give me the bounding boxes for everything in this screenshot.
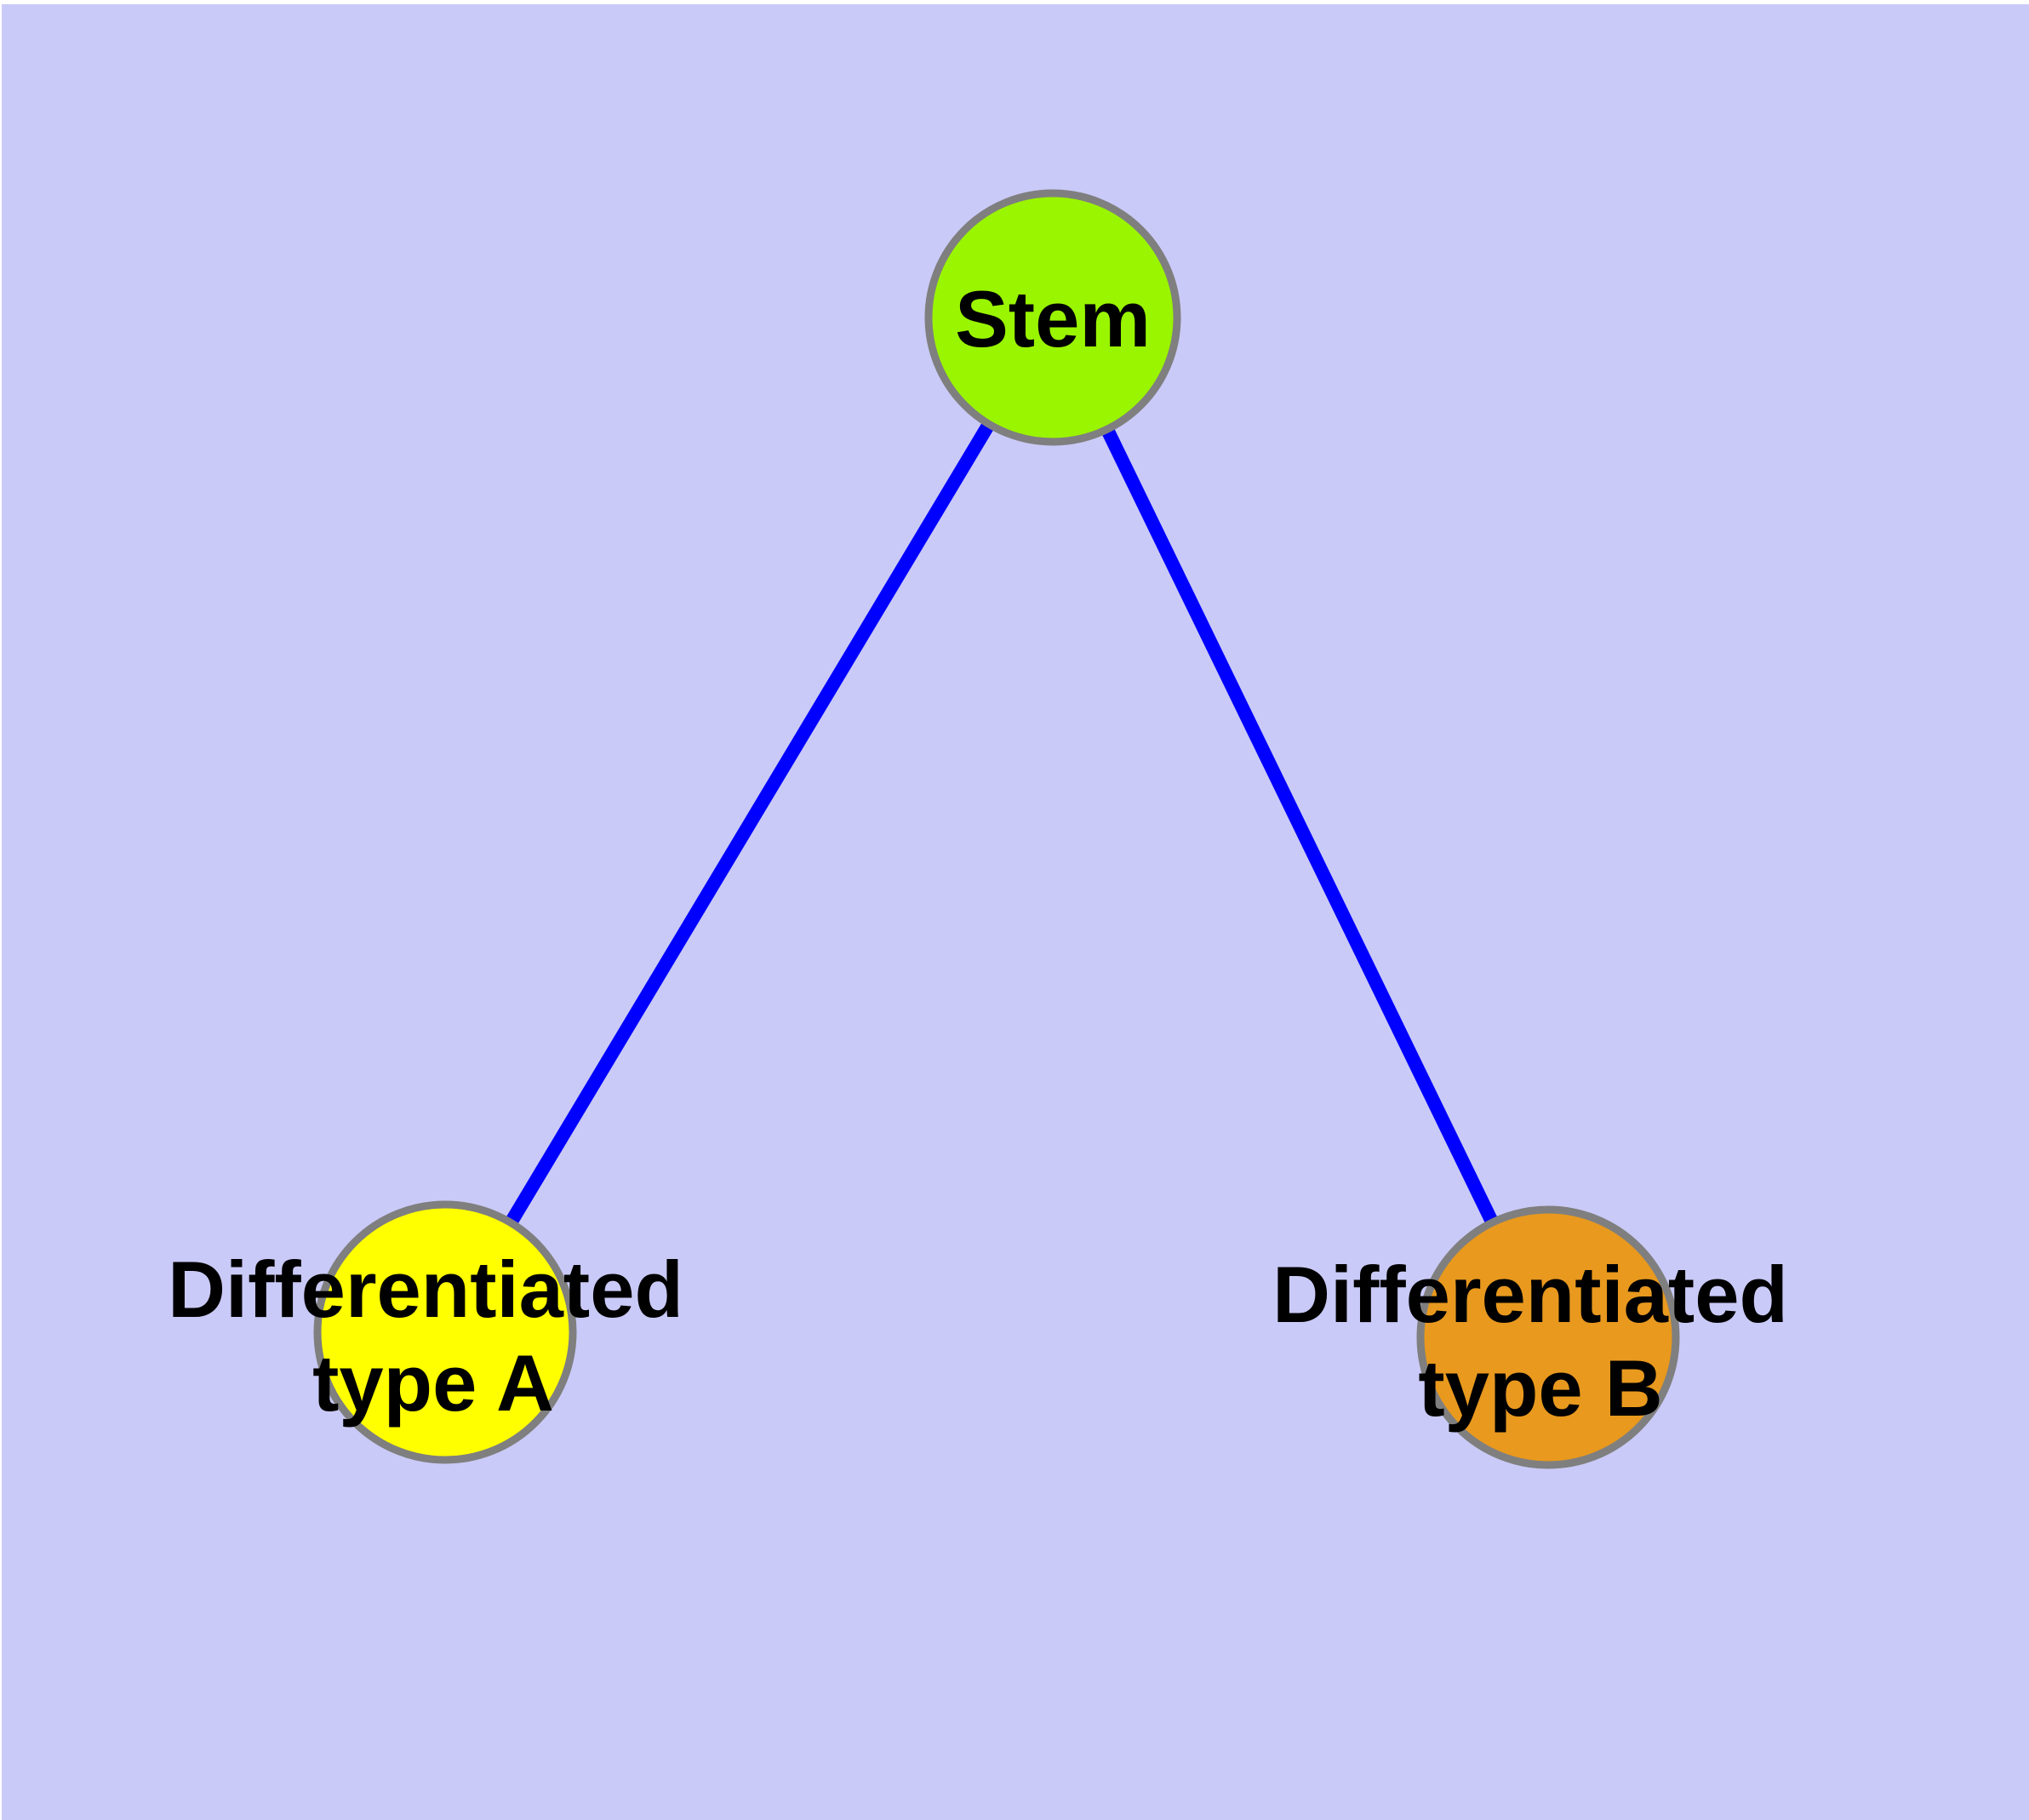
node-type-b-label-line1: Differentiated	[1272, 1250, 1788, 1339]
node-type-b-circle	[1416, 1205, 1680, 1469]
node-type-a-label-line2: type A	[312, 1338, 554, 1428]
node-stem-circle	[924, 189, 1181, 446]
node-stem-label: Stem	[955, 274, 1151, 363]
node-type-a-label-line1: Differentiated	[168, 1245, 683, 1334]
edge-stem-to-type-b	[1046, 314, 1555, 1341]
node-type-a-circle	[313, 1200, 577, 1464]
edge-stem-to-type-a	[439, 313, 1059, 1336]
node-type-b-label-line2: type B	[1418, 1343, 1662, 1433]
